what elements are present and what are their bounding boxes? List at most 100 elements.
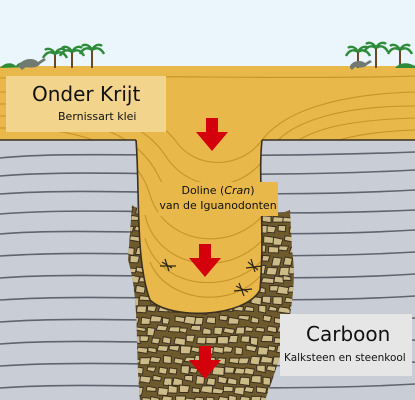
- rubble-stone: [179, 345, 193, 355]
- rubble-stone: [272, 216, 285, 223]
- upper-layer-label-box: [6, 76, 166, 132]
- rubble-stone: [238, 376, 251, 387]
- rubble-stone: [193, 316, 204, 326]
- rubble-stone: [189, 324, 202, 332]
- down-arrow-icon: [189, 118, 228, 379]
- rubble-stone: [277, 245, 290, 252]
- upper-layer-subtitle: Bernissart klei: [58, 110, 137, 123]
- rubble-stone: [149, 314, 163, 323]
- rubble-stone: [222, 327, 236, 335]
- sinkhole-label-prefix: Doline (: [181, 184, 225, 197]
- rubble-stone: [151, 374, 163, 382]
- rubble-stone: [146, 305, 158, 313]
- rubble-stone: [171, 377, 184, 387]
- rubble-stone: [266, 325, 277, 334]
- rubble-stone: [199, 385, 214, 394]
- rubble-stone: [267, 305, 278, 312]
- rubble-stone: [217, 375, 229, 385]
- rubble-stone: [148, 396, 161, 400]
- rubble-stone: [167, 384, 178, 394]
- rubble-stone: [183, 315, 197, 326]
- rubble-stone: [222, 385, 234, 393]
- rubble-stone: [139, 357, 152, 366]
- rubble-stone: [255, 386, 268, 394]
- rubble-stone: [129, 214, 140, 221]
- rubble-stone: [276, 285, 290, 296]
- sinkhole-label-line2: van de Iguanodonten: [159, 199, 277, 212]
- sinkhole-label-line1: Doline (Cran): [158, 184, 278, 197]
- rubble-stone: [238, 395, 251, 400]
- rubble-stone: [195, 374, 206, 385]
- sinkhole-label-box: [158, 182, 278, 216]
- rubble-stone: [146, 326, 156, 337]
- rubble-stone: [222, 345, 234, 353]
- rubble-stone: [262, 376, 272, 386]
- rubble-stone: [227, 394, 237, 400]
- rubble-stone: [272, 236, 284, 246]
- rubble-stone: [188, 367, 199, 374]
- rubble-stone: [161, 316, 171, 325]
- rubble-stone: [150, 337, 161, 345]
- rubble-stone: [212, 346, 225, 355]
- rubble-stone: [201, 327, 212, 336]
- sinkhole-label-suffix: ): [250, 184, 255, 197]
- rubble-stone: [167, 326, 181, 333]
- rubble-stone: [205, 336, 218, 345]
- rubble-stone: [273, 275, 286, 284]
- rubble-stone: [148, 355, 162, 364]
- rubble-stone: [227, 316, 240, 325]
- lower-layer-subtitle: Kalksteen en steenkool: [284, 352, 406, 364]
- rubble-stone: [258, 304, 267, 314]
- rubble-stone: [270, 256, 283, 267]
- rubble-stone: [261, 215, 272, 224]
- rubble-stone: [218, 314, 229, 322]
- rubble-stone: [261, 295, 272, 305]
- fossil-skeleton-icon: [160, 258, 263, 297]
- rubble-stone: [216, 336, 229, 345]
- rubble-stone: [249, 355, 262, 366]
- rubble-stone: [161, 336, 172, 345]
- rubble-stone: [140, 316, 152, 325]
- rubble-stone: [243, 325, 255, 332]
- lower-layer-label-box: [280, 314, 412, 376]
- rubble-stone: [288, 247, 294, 254]
- rubble-stone: [134, 284, 146, 294]
- rubble-stone: [282, 256, 293, 267]
- rubble-stone: [211, 366, 225, 377]
- rubble-stone: [256, 364, 266, 374]
- rubble-stone: [262, 314, 273, 323]
- rubble-stone: [260, 334, 274, 343]
- lower-layer-title: Carboon: [306, 322, 391, 346]
- rubble-stone: [276, 306, 291, 315]
- rubble-stone: [213, 326, 224, 336]
- rubble-stone: [129, 254, 141, 264]
- rubble-stone: [265, 365, 277, 373]
- rubble-stone: [250, 375, 262, 384]
- rubble-stone: [156, 344, 170, 353]
- rubble-stone: [224, 366, 236, 374]
- rubble-stone: [196, 336, 207, 345]
- rubble-stone: [173, 357, 184, 365]
- rubble-stone: [174, 315, 186, 324]
- rubble-stone: [158, 366, 169, 375]
- rubble-stone: [162, 354, 172, 365]
- rubble-stone: [168, 344, 181, 352]
- rubble-stone: [277, 224, 287, 233]
- rubble-stone: [160, 395, 174, 400]
- rubble-stone: [180, 365, 191, 375]
- upper-layer-title: Onder Krijt: [32, 82, 141, 106]
- rubble-stone: [243, 385, 255, 394]
- rubble-stone: [178, 384, 191, 394]
- rubble-stone: [260, 276, 275, 285]
- rubble-stone: [168, 367, 178, 375]
- rubble-stone: [240, 335, 251, 344]
- rubble-stone: [254, 326, 266, 333]
- rubble-stone: [250, 316, 260, 324]
- rubble-stone: [249, 336, 259, 347]
- rubble-stone: [266, 225, 277, 234]
- rubble-stone: [234, 326, 246, 335]
- rubble-stone: [234, 346, 244, 356]
- rubble-stone: [128, 267, 138, 274]
- rubble-stone: [226, 377, 238, 386]
